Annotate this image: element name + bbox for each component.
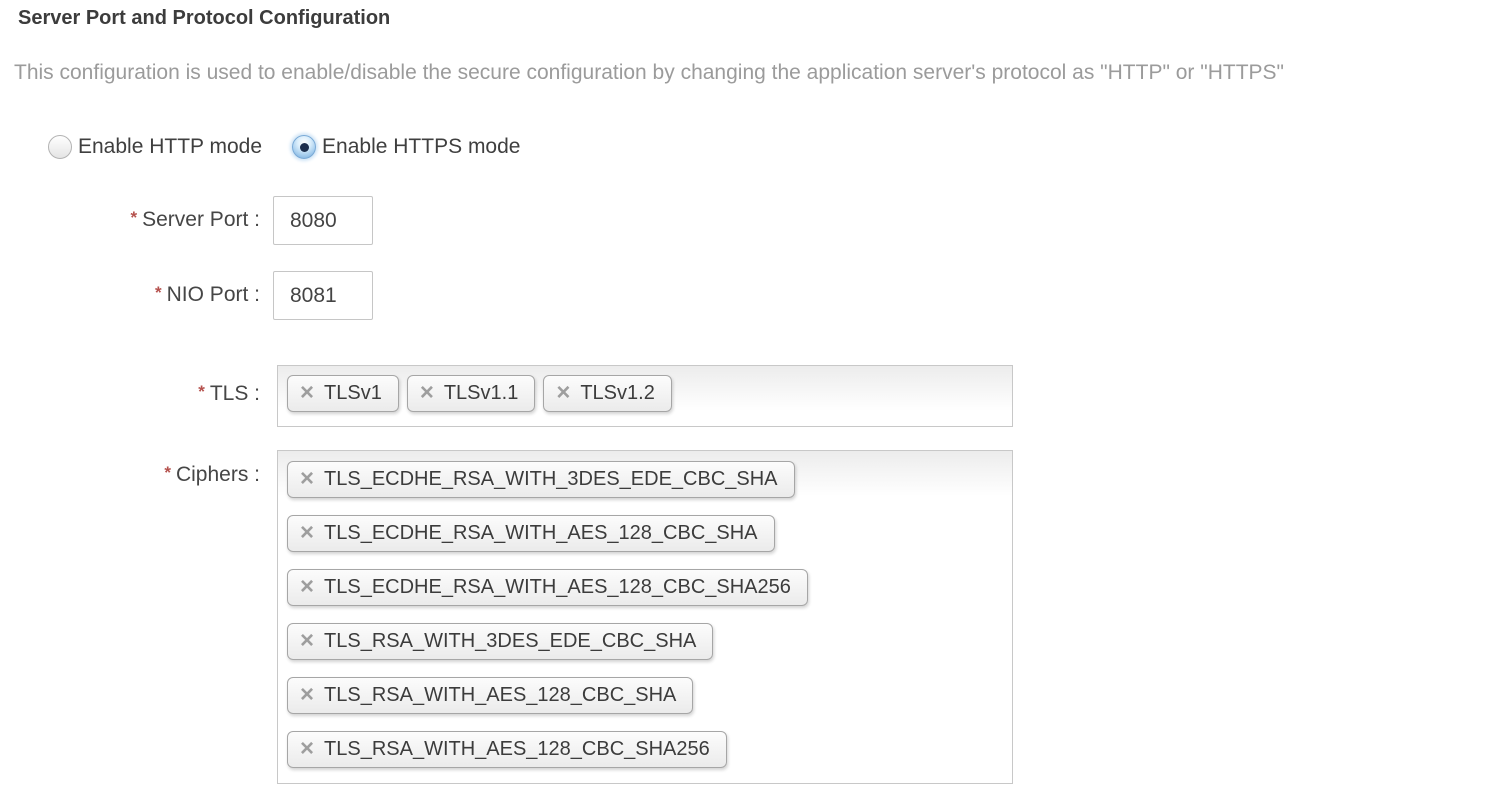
tag-TLSv1: × TLSv1 — [287, 375, 399, 412]
ciphers-label-text: Ciphers : — [175, 463, 260, 486]
tag-label: TLS_ECDHE_RSA_WITH_AES_128_CBC_SHA256 — [324, 576, 791, 598]
tls-row: *TLS : × TLSv1 × TLSv1.1 × TLSv1.2 — [14, 365, 1494, 427]
tag-label: TLS_ECDHE_RSA_WITH_3DES_EDE_CBC_SHA — [324, 468, 778, 490]
remove-tag-icon[interactable]: × — [419, 378, 434, 406]
page-description: This configuration is used to enable/dis… — [14, 61, 1284, 84]
protocol-mode-radio-group: Enable HTTP mode Enable HTTPS mode — [48, 133, 1494, 161]
tag-TLS_RSA_WITH_3DES_EDE_CBC_SHA: × TLS_RSA_WITH_3DES_EDE_CBC_SHA — [287, 623, 714, 660]
server-port-label: *Server Port : — [14, 196, 261, 232]
tag-TLS_ECDHE_RSA_WITH_AES_128_CBC_SHA256: × TLS_ECDHE_RSA_WITH_AES_128_CBC_SHA256 — [287, 569, 808, 606]
remove-tag-icon[interactable]: × — [300, 680, 315, 708]
tag-TLS_RSA_WITH_AES_128_CBC_SHA256: × TLS_RSA_WITH_AES_128_CBC_SHA256 — [287, 731, 727, 768]
ciphers-row: *Ciphers : × TLS_ECDHE_RSA_WITH_3DES_EDE_… — [14, 450, 1494, 784]
required-asterisk: * — [155, 283, 162, 302]
ciphers-multiselect-box[interactable]: × TLS_ECDHE_RSA_WITH_3DES_EDE_CBC_SHA × TLS… — [277, 450, 1013, 784]
required-asterisk: * — [198, 382, 205, 401]
tag-label: TLSv1 — [324, 382, 382, 404]
tag-TLSv1.1: × TLSv1.1 — [406, 375, 536, 412]
http-mode-radio-button[interactable] — [48, 135, 72, 159]
tag-label: TLS_RSA_WITH_AES_128_CBC_SHA — [324, 684, 677, 706]
tag-TLS_ECDHE_RSA_WITH_3DES_EDE_CBC_SHA: × TLS_ECDHE_RSA_WITH_3DES_EDE_CBC_SHA — [287, 461, 795, 498]
server-port-label-text: Server Port : — [142, 208, 260, 231]
radio-option-http[interactable]: Enable HTTP mode — [48, 135, 262, 159]
remove-tag-icon[interactable]: × — [300, 734, 315, 762]
nio-port-input[interactable] — [273, 271, 373, 320]
tag-label: TLS_RSA_WITH_3DES_EDE_CBC_SHA — [324, 630, 697, 652]
https-mode-radio-button[interactable] — [292, 135, 317, 159]
remove-tag-icon[interactable]: × — [300, 464, 315, 492]
tag-TLS_RSA_WITH_AES_128_CBC_SHA: × TLS_RSA_WITH_AES_128_CBC_SHA — [287, 677, 694, 714]
server-port-input[interactable] — [273, 196, 373, 245]
tag-label: TLSv1.2 — [580, 382, 655, 404]
tls-label-text: TLS : — [209, 382, 260, 405]
remove-tag-icon[interactable]: × — [300, 572, 315, 600]
remove-tag-icon[interactable]: × — [300, 626, 315, 654]
tls-label: *TLS : — [14, 365, 260, 406]
remove-tag-icon[interactable]: × — [556, 378, 571, 406]
nio-port-label-text: NIO Port : — [166, 283, 260, 306]
remove-tag-icon[interactable]: × — [300, 378, 315, 406]
nio-port-row: *NIO Port : — [14, 271, 1494, 320]
required-asterisk: * — [164, 463, 171, 482]
tag-label: TLS_RSA_WITH_AES_128_CBC_SHA256 — [324, 738, 710, 760]
radio-option-https[interactable]: Enable HTTPS mode — [292, 135, 520, 159]
tag-TLS_ECDHE_RSA_WITH_AES_128_CBC_SHA: × TLS_ECDHE_RSA_WITH_AES_128_CBC_SHA — [287, 515, 775, 552]
page-title: Server Port and Protocol Configuration — [18, 7, 391, 29]
required-asterisk: * — [130, 208, 138, 227]
http-mode-radio-label[interactable]: Enable HTTP mode — [78, 135, 263, 158]
server-port-row: *Server Port : — [14, 196, 1494, 245]
ciphers-label: *Ciphers : — [14, 450, 260, 487]
nio-port-label: *NIO Port : — [14, 271, 260, 307]
tag-label: TLS_ECDHE_RSA_WITH_AES_128_CBC_SHA — [324, 522, 758, 544]
https-mode-radio-label[interactable]: Enable HTTPS mode — [322, 135, 521, 158]
tls-multiselect-box[interactable]: × TLSv1 × TLSv1.1 × TLSv1.2 — [277, 365, 1013, 427]
remove-tag-icon[interactable]: × — [300, 518, 315, 546]
tag-label: TLSv1.1 — [443, 382, 519, 404]
tag-TLSv1.2: × TLSv1.2 — [543, 375, 672, 412]
